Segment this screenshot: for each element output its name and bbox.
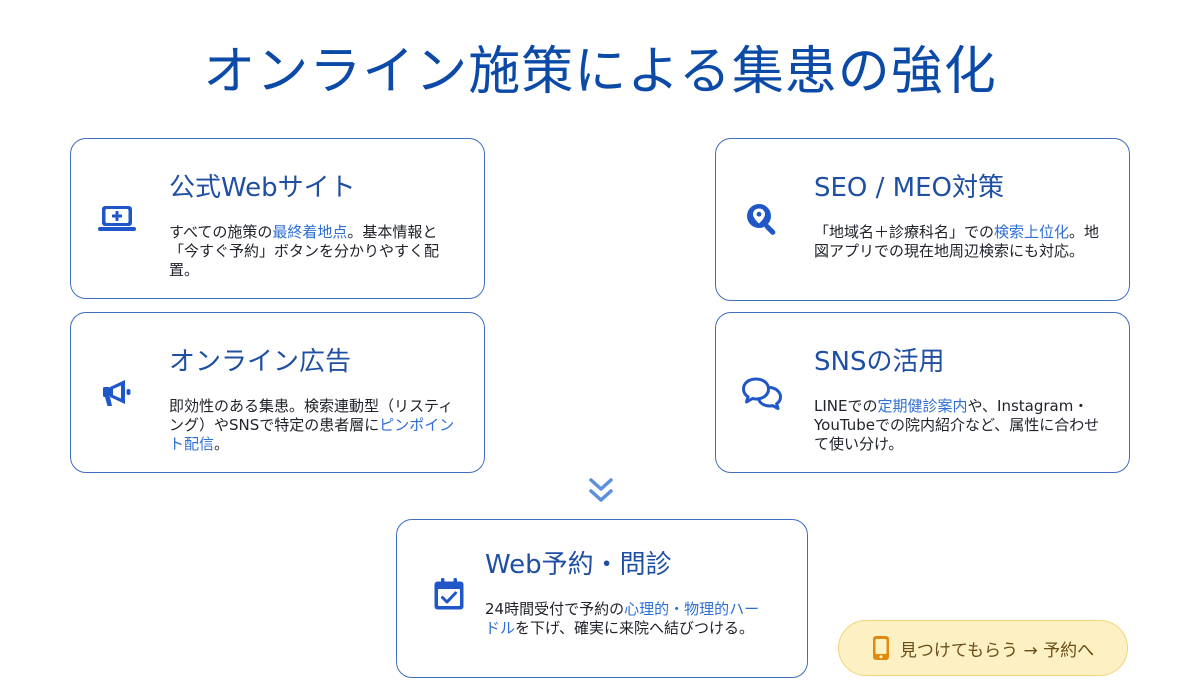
cta-label: 見つけてもらう → 予約へ [899, 640, 1095, 661]
card-seo-meo: SEO / MEO対策 「地域名＋診療科名」での検索上位化。地図アプリでの現在地… [715, 138, 1130, 301]
card-description: 即効性のある集患。検索連動型（リスティング）やSNSで特定の患者層にピンポイント… [169, 397, 455, 453]
chat-bubbles-icon [740, 371, 784, 415]
card-description: 24時間受付で予約の心理的・物理的ハードルを下げ、確実に来院へ結びつける。 [485, 600, 760, 637]
page-title: オンライン施策による集患の強化 [203, 42, 997, 102]
card-description: LINEでの定期健診案内や、Instagram・YouTubeでの院内紹介など、… [814, 397, 1100, 453]
card-sns: SNSの活用 LINEでの定期健診案内や、Instagram・YouTubeでの… [715, 312, 1130, 473]
card-title: オンライン広告 [169, 347, 352, 377]
card-online-ads: オンライン広告 即効性のある集患。検索連動型（リスティング）やSNSで特定の患者… [70, 312, 485, 473]
card-web-booking: Web予約・問診 24時間受付で予約の心理的・物理的ハードルを下げ、確実に来院へ… [396, 519, 808, 678]
double-chevron-down-icon [588, 476, 614, 506]
card-title: 公式Webサイト [169, 173, 356, 203]
highlight-text: 定期健診案内 [877, 397, 968, 415]
megaphone-icon [95, 371, 139, 415]
highlight-text: 心理的・物理的ハードル [485, 600, 760, 637]
card-description: 「地域名＋診療科名」での検索上位化。地図アプリでの現在地周辺検索にも対応。 [814, 223, 1100, 260]
card-title: Web予約・問診 [485, 550, 672, 580]
card-title: SNSの活用 [814, 347, 945, 377]
highlight-text: 最終着地点 [272, 223, 348, 241]
highlight-text: ピンポイント配信 [169, 416, 455, 453]
laptop-plus-icon [95, 197, 139, 241]
card-title: SEO / MEO対策 [814, 173, 1005, 203]
card-official-website: 公式Webサイト すべての施策の最終着地点。基本情報と「今すぐ予約」ボタンを分か… [70, 138, 485, 299]
calendar-check-icon [427, 572, 471, 616]
map-pin-search-icon [740, 197, 784, 241]
cta-find-to-booking-button[interactable]: 見つけてもらう → 予約へ [838, 620, 1128, 676]
card-description: すべての施策の最終着地点。基本情報と「今すぐ予約」ボタンを分かりやすく配置。 [169, 223, 440, 279]
highlight-text: 検索上位化 [994, 223, 1070, 241]
smartphone-icon [872, 635, 890, 661]
